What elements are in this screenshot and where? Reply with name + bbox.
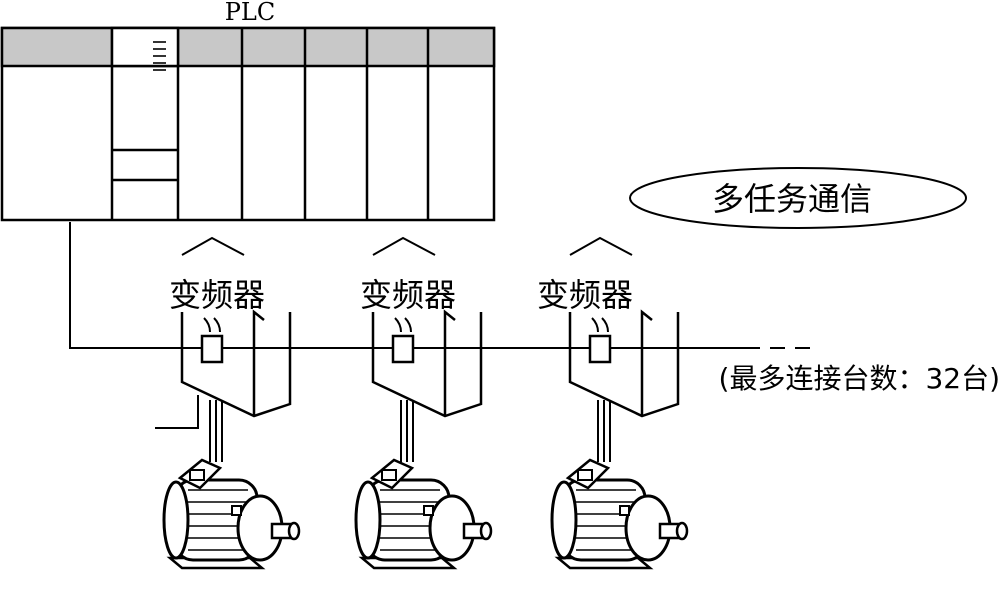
communication-bus: [69, 222, 810, 429]
bubble-label: 多任务通信: [712, 180, 872, 218]
indicator-led-icon: [153, 41, 166, 71]
plc-label: PLC: [225, 0, 275, 26]
inverter-unit-1: 变频器: [169, 236, 292, 462]
inverter-label-3: 变频器: [537, 276, 633, 314]
inverter-label-1: 变频器: [169, 276, 265, 314]
inverter-unit-2: 变频器: [360, 236, 483, 462]
multitask-communication-bubble: 多任务通信: [629, 167, 967, 229]
motor-icon: [550, 458, 689, 570]
inverter-label-2: 变频器: [360, 276, 456, 314]
max-connection-note: (最多连接台数：32台): [719, 362, 1000, 395]
plc-rack: PLC: [0, 0, 496, 222]
inverter-unit-3: 变频器: [537, 236, 680, 462]
motor-icon: [354, 458, 493, 570]
motor-icon: [162, 458, 301, 570]
signal-icon: [203, 317, 221, 333]
signal-icon: [394, 317, 412, 333]
signal-icon: [591, 317, 609, 333]
